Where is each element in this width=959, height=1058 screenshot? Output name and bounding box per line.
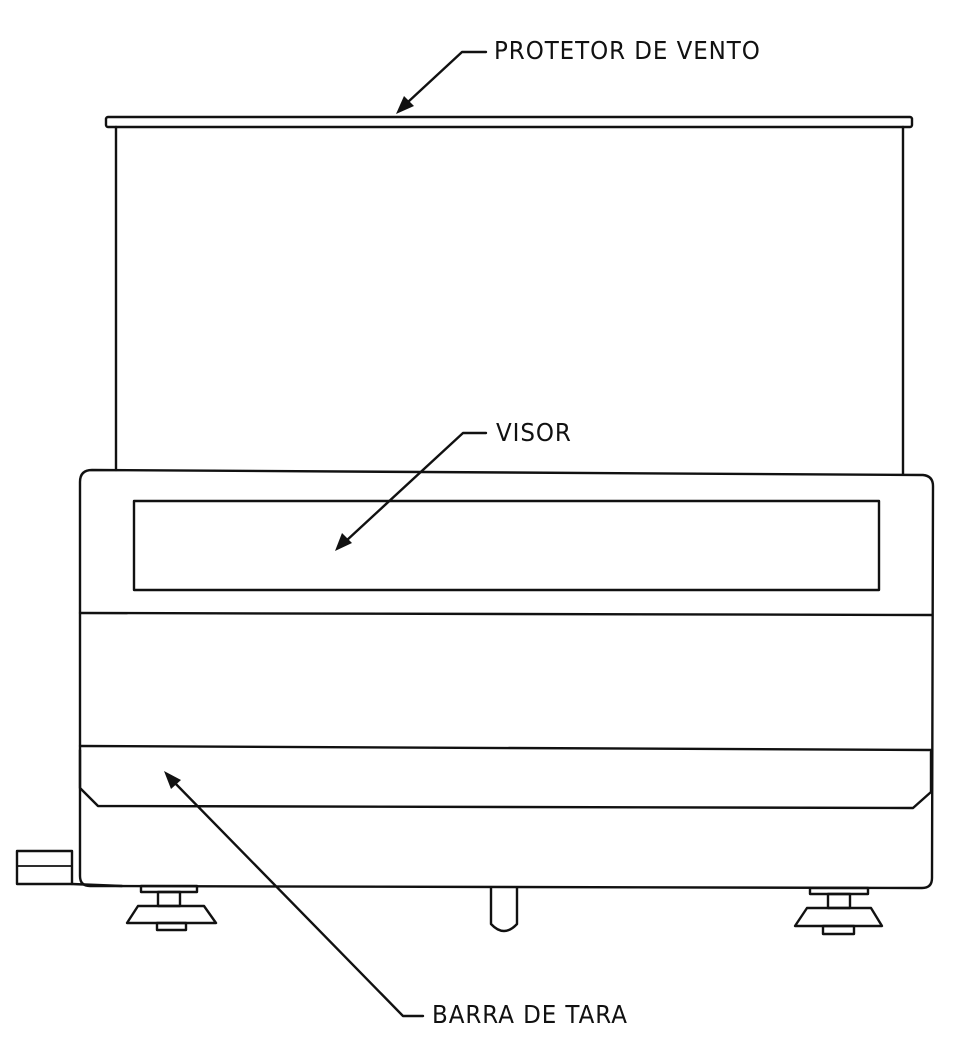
panel-divider-bottom [78,744,934,752]
balance-body [78,468,935,890]
bottom-pin [489,886,519,933]
side-bracket [15,849,124,888]
wind-shield-lid [104,115,914,129]
wind-shield-leader [396,50,488,114]
right-foot [793,886,884,936]
left-foot [125,884,218,932]
display-window [132,499,881,592]
wind-shield [104,115,914,476]
body-outline [78,468,935,890]
display-leader [335,431,488,551]
tare-bar-leader [164,771,425,1018]
display-label: VISOR [496,418,572,447]
tare-bar-label: BARRA DE TARA [432,1000,628,1029]
tare-bar [78,748,933,810]
panel-divider-top [78,611,934,617]
wind-shield-label: PROTETOR DE VENTO [494,36,761,65]
